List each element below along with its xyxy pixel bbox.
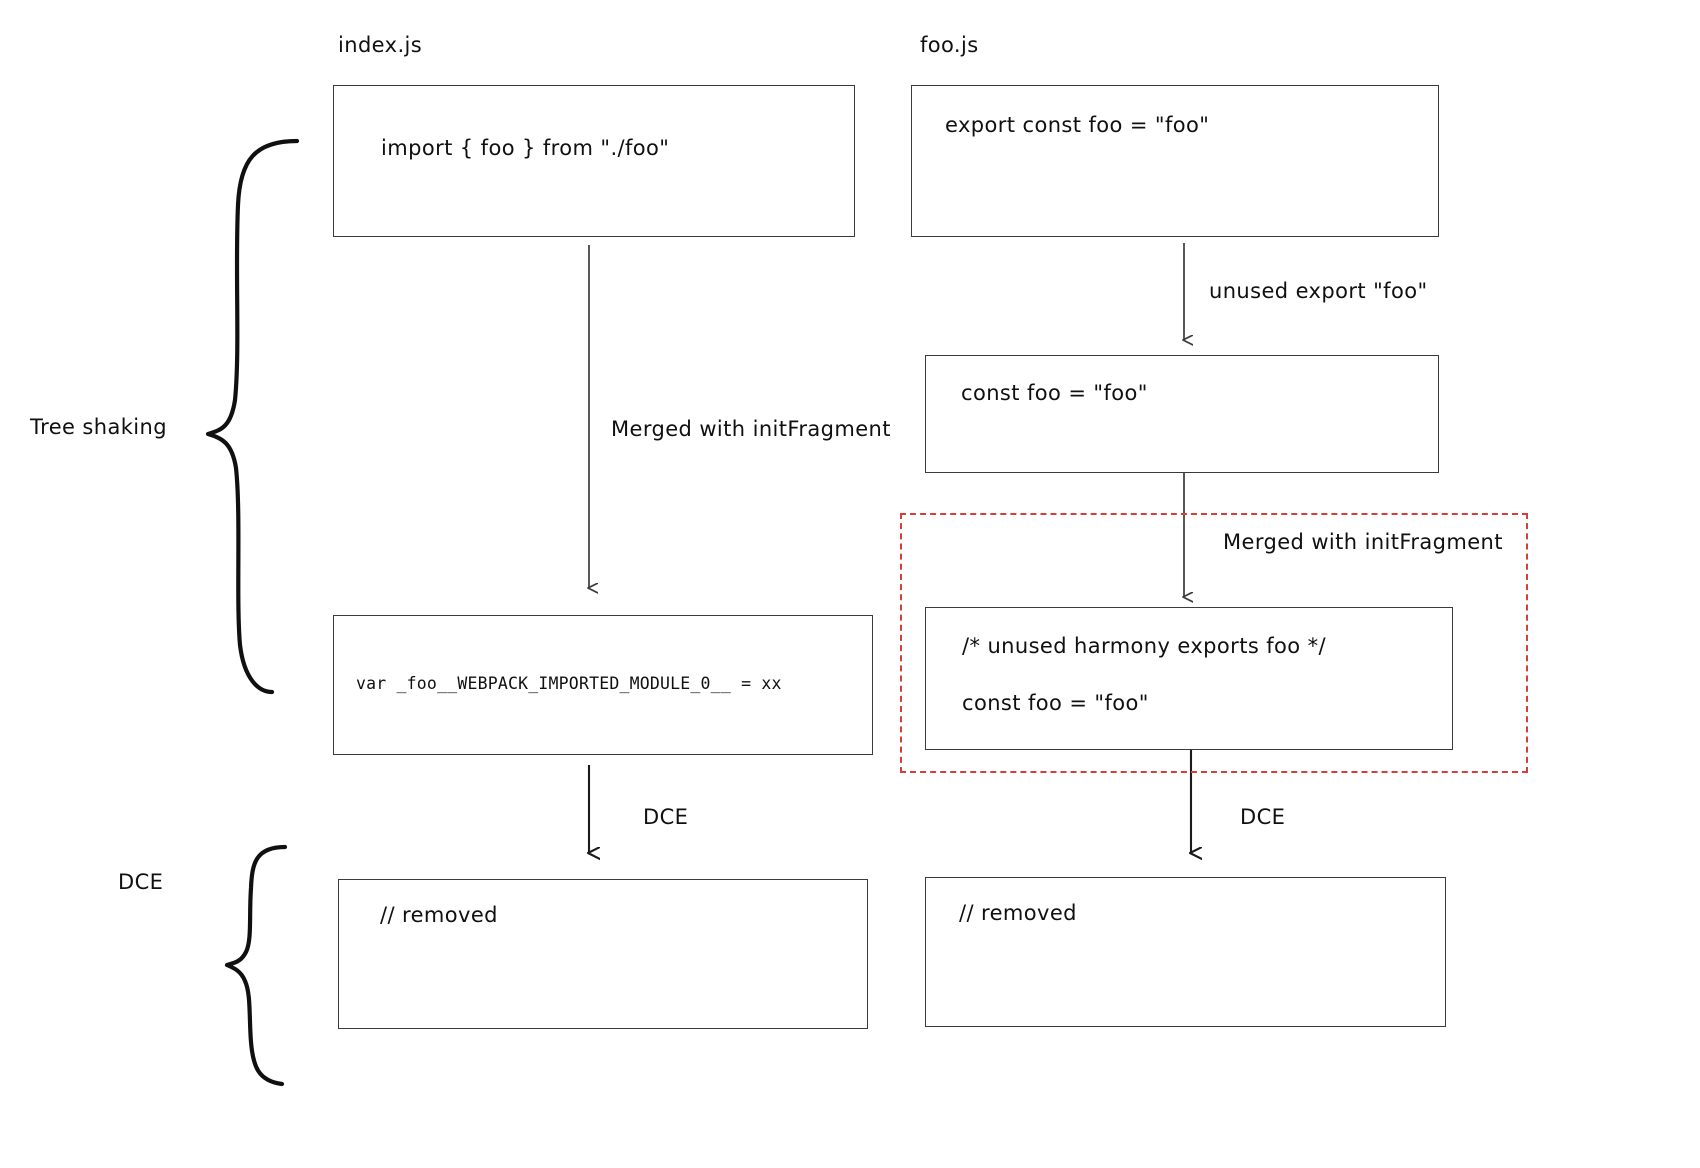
box-index-source: import { foo } from "./foo" — [333, 85, 855, 237]
file-label-foo-js: foo.js — [920, 33, 979, 57]
phase-label-dce: DCE — [118, 870, 164, 894]
edge-label-index-merged: Merged with initFragment — [611, 417, 891, 441]
phase-label-tree-shaking: Tree shaking — [30, 415, 167, 439]
box-index-merged: var _foo__WEBPACK_IMPORTED_MODULE_0__ = … — [333, 615, 873, 755]
file-label-index-js: index.js — [338, 33, 423, 57]
box-foo-removed-text: // removed — [959, 901, 1077, 925]
merged-highlight-region — [900, 513, 1528, 773]
box-foo-merged-line1: /* unused harmony exports foo */ — [962, 634, 1326, 658]
brace-tree-shaking — [205, 138, 300, 695]
box-foo-unused-text: const foo = "foo" — [961, 381, 1148, 405]
box-index-removed: // removed — [338, 879, 868, 1029]
box-index-removed-text: // removed — [380, 903, 498, 927]
edge-label-index-dce: DCE — [643, 805, 689, 829]
box-foo-merged-line2: const foo = "foo" — [962, 691, 1149, 715]
edge-label-foo-unused-export: unused export "foo" — [1209, 279, 1428, 303]
box-foo-source-text: export const foo = "foo" — [945, 113, 1210, 137]
box-foo-unused: const foo = "foo" — [925, 355, 1439, 473]
box-index-source-text: import { foo } from "./foo" — [381, 136, 670, 160]
box-foo-removed: // removed — [925, 877, 1446, 1027]
box-foo-source: export const foo = "foo" — [911, 85, 1439, 237]
box-foo-merged: /* unused harmony exports foo */ const f… — [925, 607, 1453, 750]
brace-dce — [224, 844, 288, 1087]
edge-label-foo-dce: DCE — [1240, 805, 1286, 829]
edge-label-foo-merged: Merged with initFragment — [1223, 530, 1503, 554]
box-index-merged-text: var _foo__WEBPACK_IMPORTED_MODULE_0__ = … — [356, 674, 782, 693]
